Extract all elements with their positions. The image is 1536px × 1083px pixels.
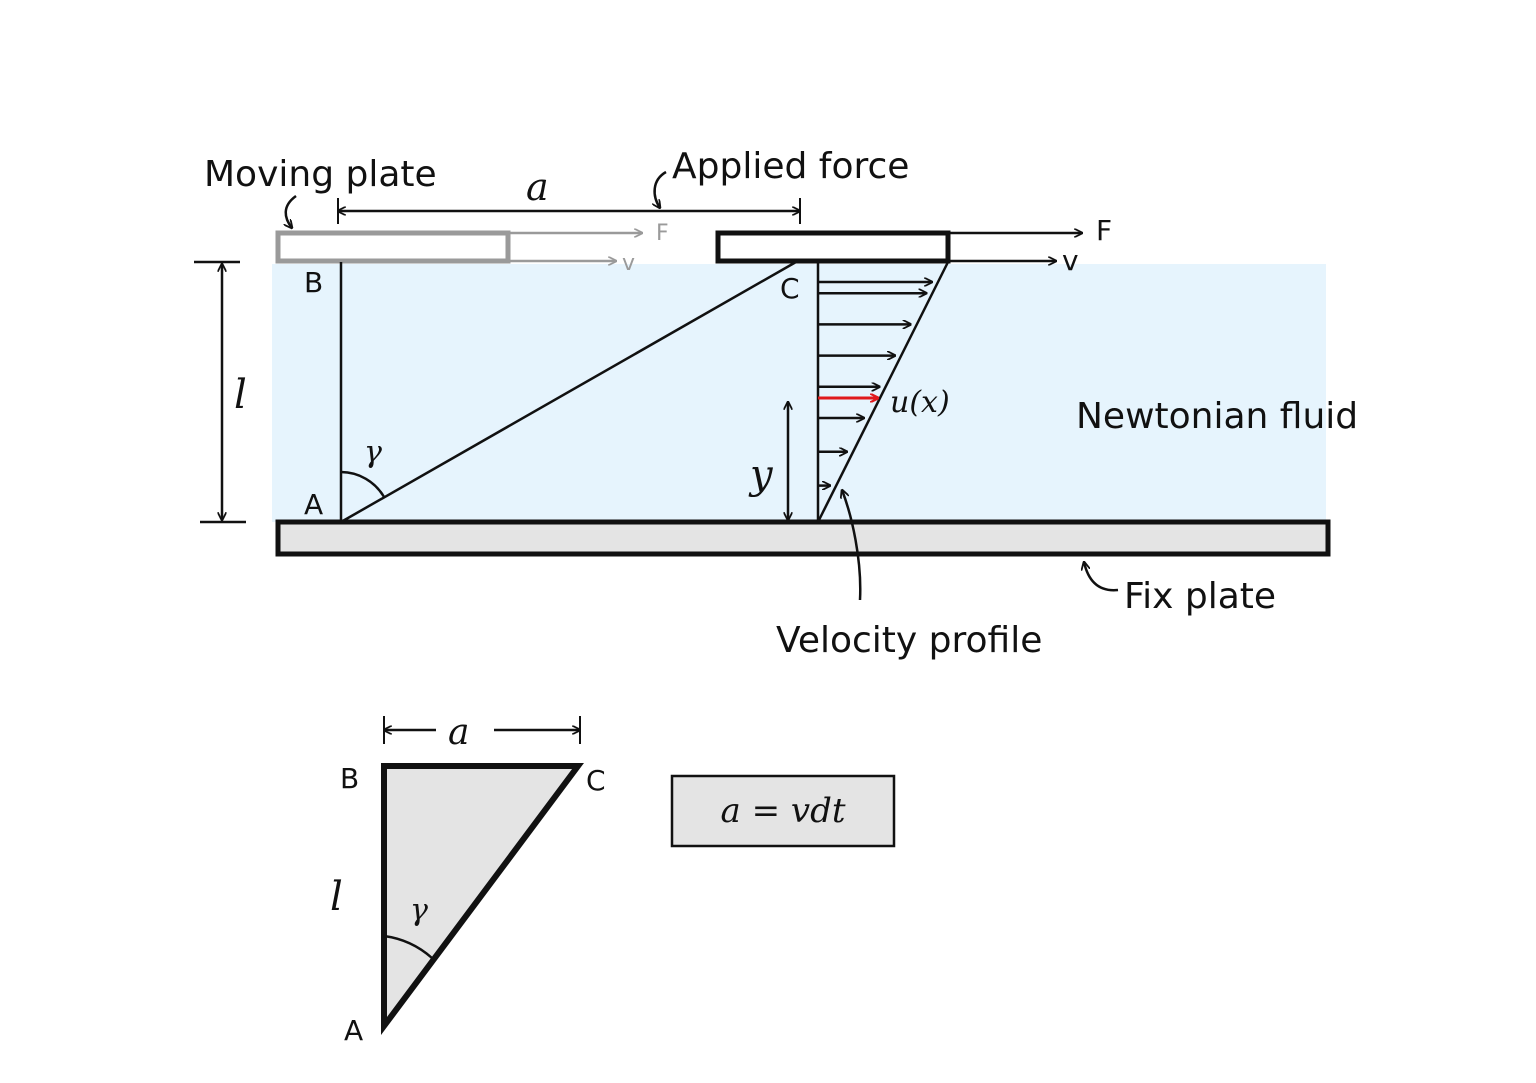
- triangle-displacement-label: a: [448, 712, 469, 753]
- newtonian-fluid-label: Newtonian fluid: [1076, 396, 1358, 437]
- triangle-point-a-label: A: [344, 1014, 363, 1047]
- point-a-label: A: [304, 488, 323, 521]
- triangle-point-c-label: C: [586, 764, 606, 797]
- velocity-profile-label: Velocity profile: [776, 620, 1042, 661]
- velocity-profile-arrows: [818, 282, 932, 486]
- ghost-force-label: F: [656, 221, 669, 246]
- moving-plate-label: Moving plate: [204, 154, 437, 195]
- applied-force-label: Applied force: [672, 146, 909, 187]
- velocity-profile-pointer: [842, 490, 862, 601]
- ghost-velocity-label: v: [622, 251, 635, 276]
- equation-text: a = vdt: [720, 791, 845, 831]
- line-ac: [340, 260, 797, 524]
- fix-plate-pointer: [1084, 562, 1119, 592]
- applied-force-pointer: [655, 170, 667, 208]
- fix-plate: [275, 519, 1331, 557]
- moving-plate-initial: [275, 230, 511, 264]
- triangle-angle-label: γ: [410, 893, 428, 928]
- moving-plate-displaced: [715, 230, 951, 264]
- triangle-length-label: l: [330, 874, 343, 920]
- shear-angle-label: γ: [364, 435, 382, 470]
- moving-plate-pointer: [286, 194, 297, 228]
- force-label: F: [1096, 214, 1112, 247]
- length-label: l: [234, 372, 247, 418]
- height-label: y: [748, 452, 774, 498]
- deformation-triangle: [381, 763, 584, 1036]
- displacement-label: a: [526, 165, 549, 209]
- profile-envelope: [816, 261, 950, 523]
- equation-box: [670, 774, 896, 848]
- velocity-function-label: u(x): [890, 385, 950, 420]
- velocity-label: v: [1062, 244, 1079, 277]
- newtonian-fluid-region: [272, 264, 1326, 522]
- triangle-angle-arc: [383, 934, 433, 959]
- point-c-label: C: [780, 272, 800, 305]
- point-b-label: B: [304, 266, 323, 299]
- triangle-point-b-label: B: [340, 762, 359, 795]
- fix-plate-label: Fix plate: [1124, 576, 1276, 617]
- shear-angle-arc: [340, 470, 386, 498]
